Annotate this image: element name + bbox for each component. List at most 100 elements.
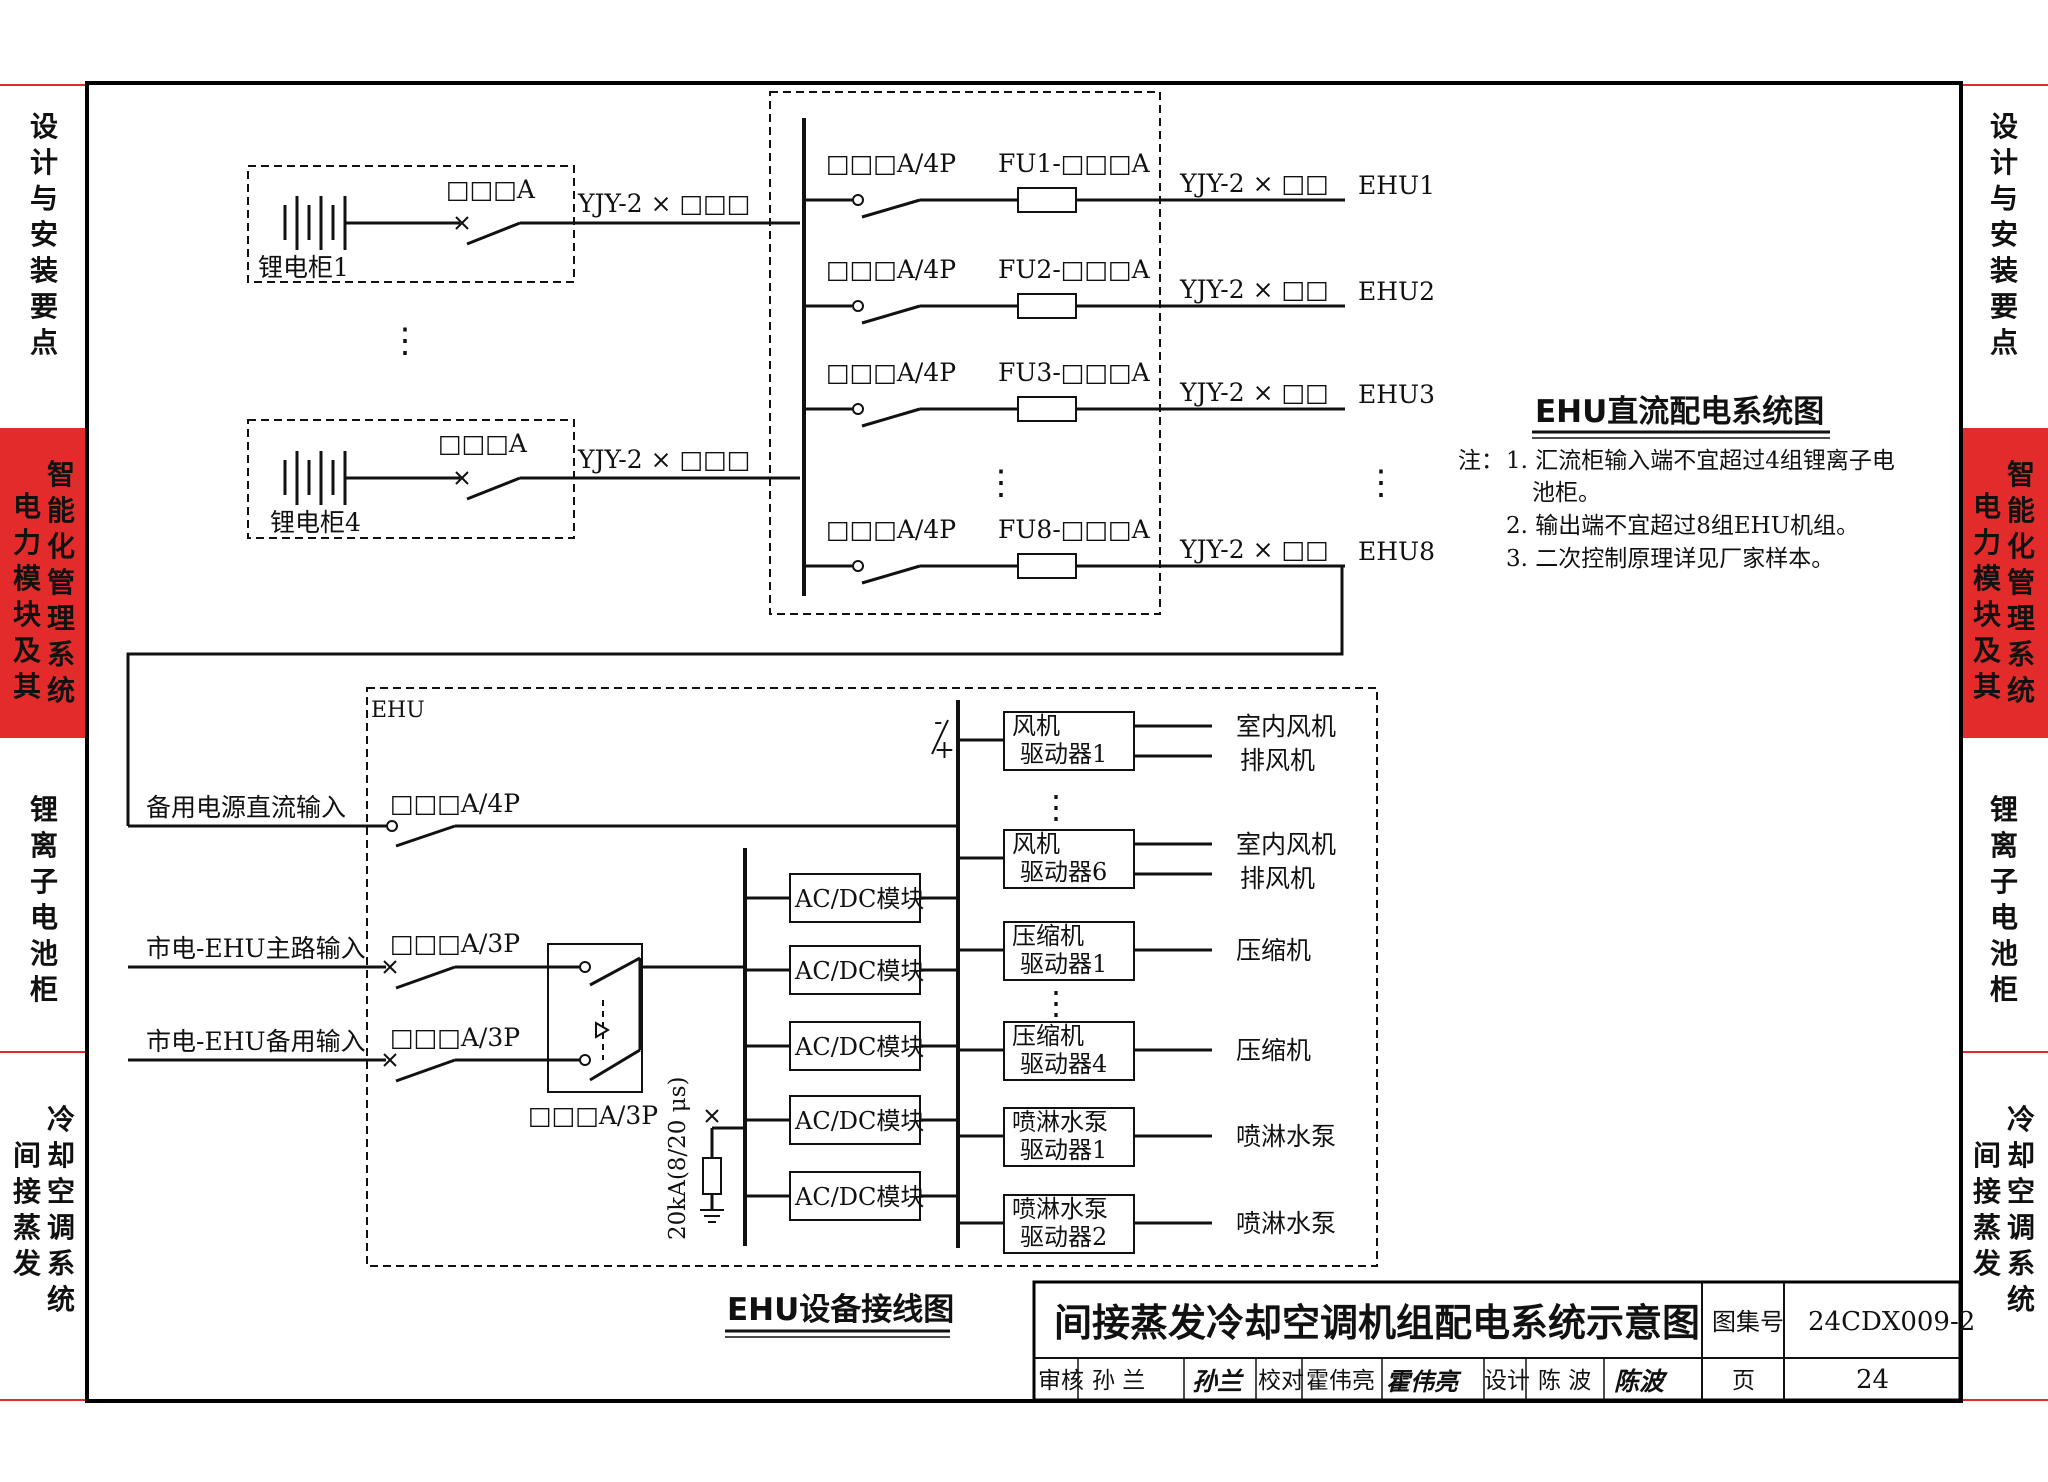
driver-load: 室内风机 (1236, 712, 1336, 741)
breaker-x-mark (455, 471, 469, 485)
acdc-module-label: AC/DC模块 (794, 1107, 924, 1135)
tab-separators (0, 84, 2048, 1401)
output-ellipsis: ⋮ (984, 463, 1018, 503)
driver-number: 驱动器1 (1020, 950, 1107, 978)
breaker-x-mark (383, 1053, 397, 1067)
battery-cabinet-1-breaker: □□□A (446, 175, 536, 204)
breaker-x-mark (455, 216, 469, 230)
output-8-breaker: □□□A/4P (826, 515, 956, 544)
battery-cabinet-1-cable: YJY-2 × □□□ (577, 189, 750, 218)
drawing-title: 间接蒸发冷却空调机组配电系统示意图 (1054, 1301, 1700, 1345)
polarity-plus: + (934, 735, 955, 764)
acdc-module: AC/DC模块 (745, 1171, 958, 1221)
page-number: 24 (1856, 1365, 1889, 1395)
atlas-number: 24CDX009-2 (1808, 1307, 1975, 1337)
input-mains-backup-label: 市电-EHU备用输入 (146, 1027, 366, 1056)
ehu-wiring-diagram: EHU 备用电源直流输入 □□□A/4P 市电-EHU主路输入 □□□A/3P … (128, 687, 1378, 1267)
ats-breaker: □□□A/3P (528, 1101, 658, 1130)
left-tab-cooling[interactable]: 冷却空调系统 间接蒸发 (0, 1060, 88, 1360)
ehu-wiring-title: EHU设备接线图 (727, 1292, 954, 1328)
page-label: 页 (1732, 1368, 1755, 1394)
reviewer-signature: 孙兰 (1192, 1367, 1245, 1396)
output-8-cable: YJY-2 × □□ (1179, 535, 1329, 564)
breaker-x-mark (383, 960, 397, 974)
output-3-ehu: EHU3 (1358, 380, 1435, 409)
spd-symbol (702, 1157, 722, 1195)
cabinet-ellipsis: ⋮ (388, 321, 422, 361)
title-block: 间接蒸发冷却空调机组配电系统示意图 图集号 24CDX009-2 审核 孙 兰 … (1032, 1280, 1975, 1402)
right-tab-design[interactable]: 设计与安装要点 (1960, 85, 2048, 385)
output-1-fuse: FU1-□□□A (998, 149, 1151, 178)
output-2-cable: YJY-2 × □□ (1179, 275, 1329, 304)
right-tab-smart[interactable]: 智能化管理系统 电力模块及其 (1960, 428, 2048, 738)
left-tab-design[interactable]: 设计与安装要点 (0, 85, 88, 385)
driver-type: 喷淋水泵 (1012, 1108, 1108, 1136)
fuse-symbol (1017, 187, 1077, 213)
left-tab-design-label: 设计与安装要点 (29, 110, 58, 359)
designer-signature: 陈波 (1614, 1367, 1668, 1396)
acdc-module: AC/DC模块 (745, 945, 958, 995)
input-mains-main-breaker: □□□A/3P (390, 929, 520, 958)
reviewer-name: 孙 兰 (1092, 1368, 1145, 1394)
acdc-module-label: AC/DC模块 (794, 957, 924, 985)
right-tab-battery-label: 锂离子电池柜 (1989, 793, 2018, 1006)
input-backup-dc-label: 备用电源直流输入 (146, 793, 346, 822)
output-2-breaker: □□□A/4P (826, 255, 956, 284)
fuse-symbol (1017, 293, 1077, 319)
driver-number: 驱动器2 (1020, 1223, 1107, 1251)
output-1-ehu: EHU1 (1358, 171, 1435, 200)
input-mains-backup-breaker: □□□A/3P (390, 1023, 520, 1052)
designer-name: 陈 波 (1538, 1368, 1591, 1394)
battery-icon (283, 196, 347, 250)
driver-number: 驱动器6 (1020, 858, 1107, 886)
note-3: 3. 二次控制原理详见厂家样本。 (1506, 546, 1834, 572)
output-2-fuse: FU2-□□□A (998, 255, 1151, 284)
left-tab-battery[interactable]: 锂离子电池柜 (0, 780, 88, 1020)
driver-type: 风机 (1012, 712, 1060, 740)
surge-protector: 20kA(8/20 μs) (665, 1077, 745, 1240)
output-2-ehu: EHU2 (1358, 277, 1435, 306)
left-tab-battery-label: 锂离子电池柜 (29, 793, 58, 1006)
driver-number: 驱动器4 (1020, 1050, 1107, 1078)
output-8-fuse: FU8-□□□A (998, 515, 1151, 544)
checker-name: 霍伟亮 (1306, 1368, 1375, 1394)
left-tab-smart-label-b: 电力模块及其 (12, 490, 41, 703)
combiner-cabinet-box (769, 91, 1161, 615)
left-tab-cooling-label-b: 间接蒸发 (12, 1139, 41, 1280)
acdc-module: AC/DC模块 (745, 1021, 958, 1071)
driver-ellipsis-comp: ⋮ (1040, 984, 1072, 1022)
ehu8-feed-line (126, 564, 1344, 826)
left-tab-smart[interactable]: 智能化管理系统 电力模块及其 (0, 428, 88, 738)
right-tab-battery[interactable]: 锂离子电池柜 (1960, 780, 2048, 1020)
notes-heading: 注： (1458, 448, 1504, 474)
driver-load: 喷淋水泵 (1236, 1122, 1336, 1151)
note-1: 1. 汇流柜输入端不宜超过4组锂离子电 (1506, 448, 1895, 474)
polarity-minus: - (934, 707, 942, 736)
battery-cabinet-1-label: 锂电柜1 (258, 253, 349, 282)
driver-load: 压缩机 (1236, 936, 1311, 965)
right-tab-smart-label-b: 电力模块及其 (1972, 490, 2001, 703)
left-tab-smart-label-a: 智能化管理系统 (47, 458, 76, 707)
note-2: 2. 输出端不宜超过8组EHU机组。 (1506, 513, 1859, 539)
check-label: 校对 (1258, 1368, 1304, 1394)
driver-load: 室内风机 (1236, 830, 1336, 859)
driver-load: 排风机 (1240, 864, 1315, 893)
driver-number: 驱动器1 (1020, 1136, 1107, 1164)
output-1-cable: YJY-2 × □□ (1179, 169, 1329, 198)
note-1-cont: 池柜。 (1532, 480, 1601, 506)
battery-cabinet-4-label: 锂电柜4 (270, 508, 361, 537)
output-3-breaker: □□□A/4P (826, 358, 956, 387)
output-row-2: □□□A/4P FU2-□□□A YJY-2 × □□ EHU2 (804, 255, 1435, 325)
acdc-module-label: AC/DC模块 (794, 1033, 924, 1061)
driver-type: 压缩机 (1012, 922, 1084, 950)
battery-icon (283, 451, 347, 505)
review-label: 审核 (1038, 1368, 1084, 1394)
right-tab-cooling[interactable]: 冷却空调系统 间接蒸发 (1960, 1060, 2048, 1360)
